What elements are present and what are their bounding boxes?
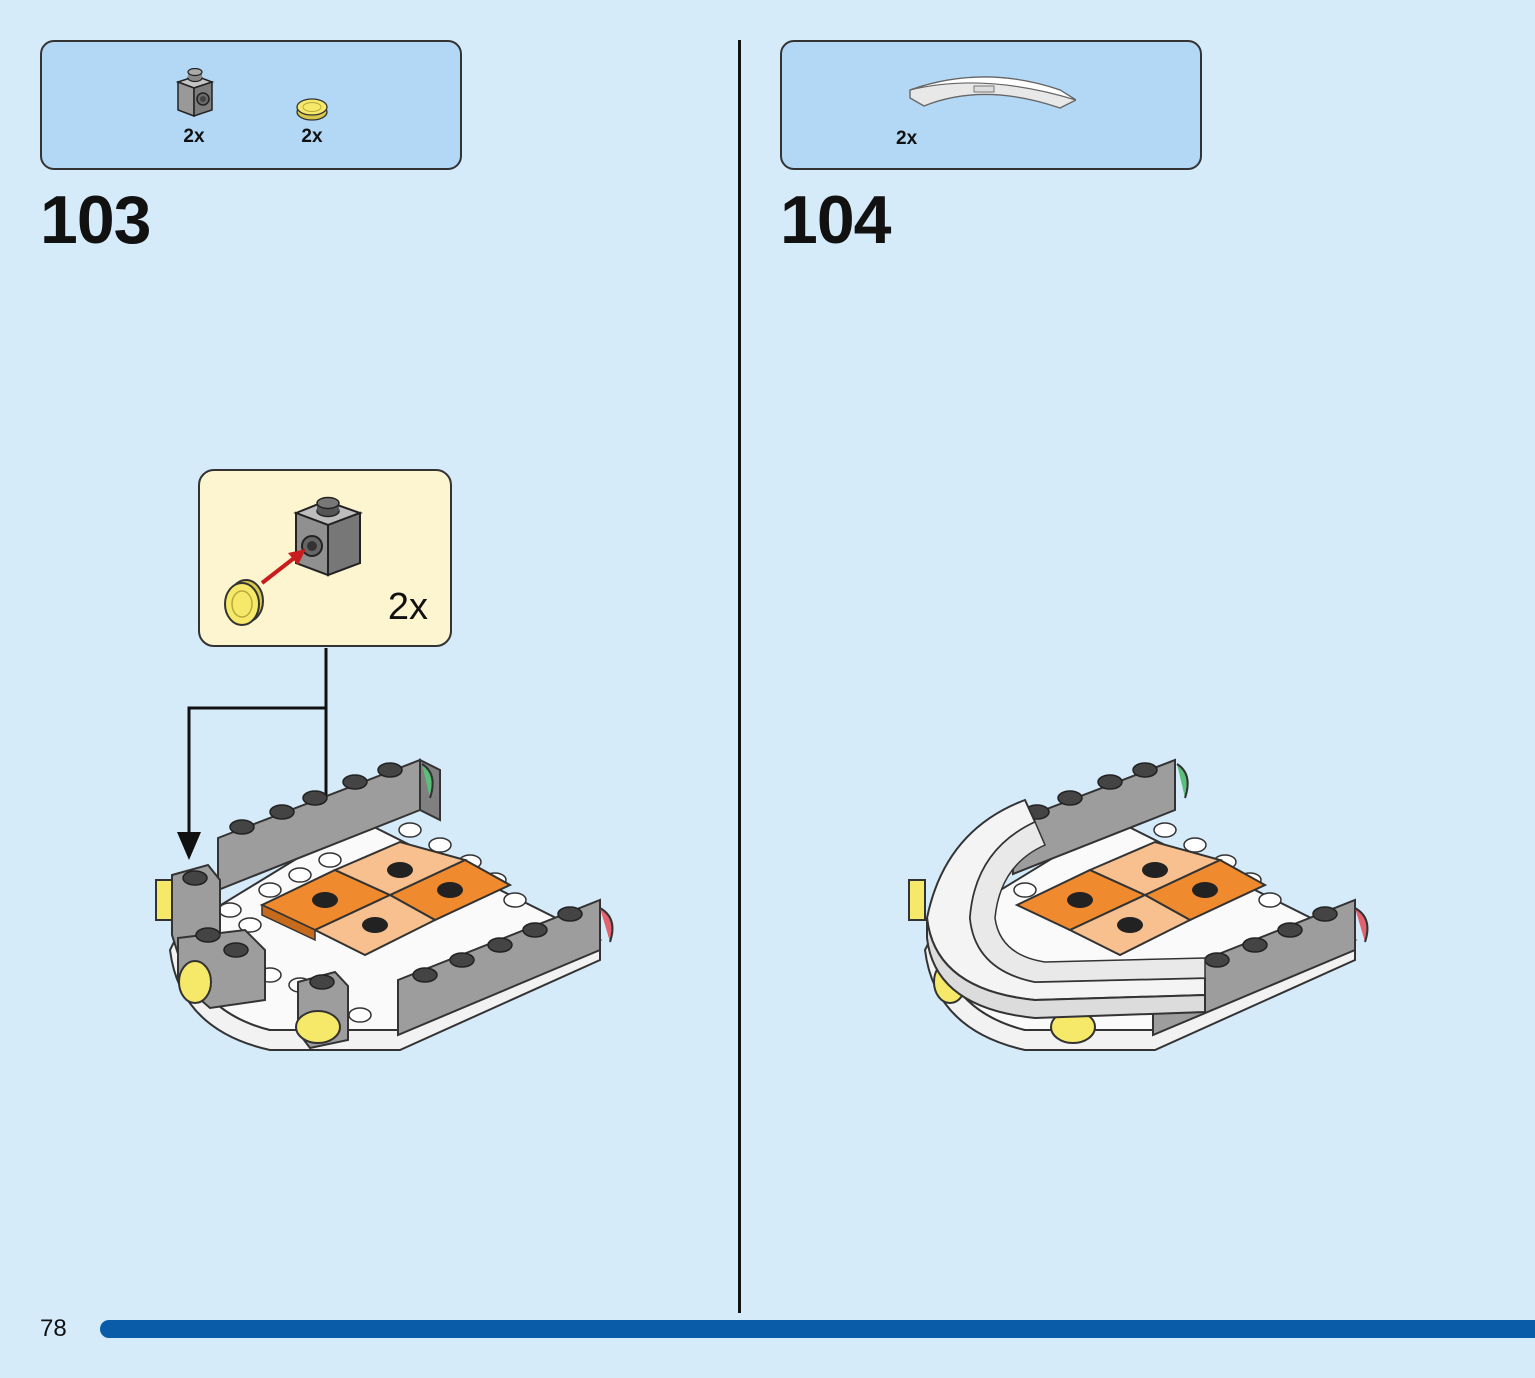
white-curved-plate-icon [909, 76, 1076, 109]
step-number: 103 [40, 182, 151, 258]
part-yellow-tile: 2x [294, 94, 330, 148]
gray-1x1-brick-with-side-stud-icon [175, 68, 215, 118]
callout-qty: 2x [387, 586, 428, 628]
step-divider [738, 40, 741, 1313]
sub-assembly-callout: 2x [198, 469, 452, 647]
parts-list-step-103: 2x 2x [40, 40, 462, 170]
yellow-round-tile-icon [296, 98, 328, 121]
sub-assembly-illustration [224, 496, 363, 626]
part-qty: 2x [183, 126, 205, 147]
part-qty: 2x [301, 126, 323, 147]
progress-bar [100, 1320, 1535, 1338]
part-white-curve: 2x [896, 68, 1076, 150]
page-number: 78 [40, 1315, 67, 1342]
part-gray-brick: 2x [170, 68, 218, 148]
model-step-104 [908, 758, 1369, 1051]
step-number: 104 [780, 182, 891, 258]
part-qty: 2x [896, 128, 918, 149]
model-step-103 [155, 758, 614, 1051]
parts-list-step-104: 2x [780, 40, 1202, 170]
